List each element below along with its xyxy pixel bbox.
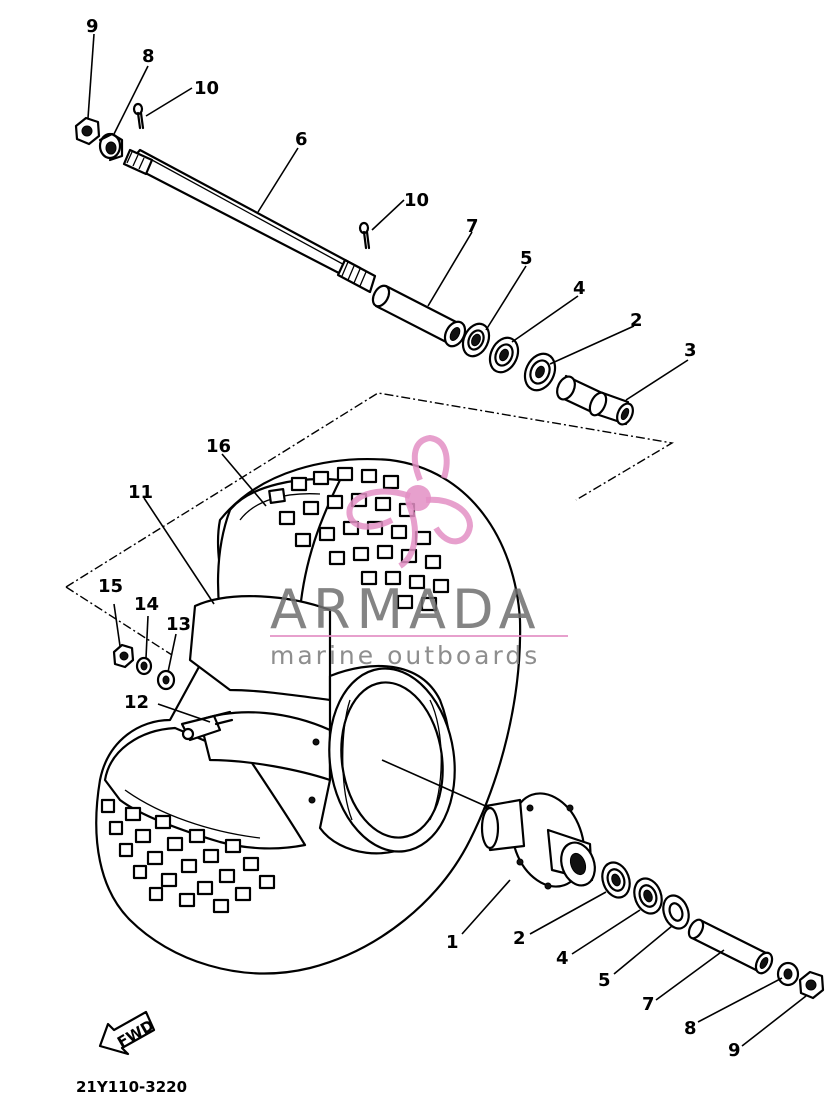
watermark-logo-icon (346, 434, 474, 569)
spacer-part-7-bottom (687, 918, 774, 975)
cotter-pin-part-10-top (132, 102, 145, 130)
rim-part-11 (188, 595, 456, 855)
callout-8-top: 8 (142, 46, 155, 67)
callout-10-top: 10 (194, 78, 219, 99)
callout-9-bottom: 9 (728, 1040, 741, 1061)
bearing-part-2-top (523, 352, 557, 392)
bearing-part-2-bottom (601, 861, 631, 899)
part-code: 21Y110-3220 (76, 1078, 187, 1096)
callout-4-top: 4 (573, 278, 586, 299)
fwd-arrow: FWD (98, 1010, 157, 1056)
nut-part-9-bottom (798, 970, 825, 1000)
callout-10-mid: 10 (404, 190, 429, 211)
callout-4-bottom: 4 (556, 948, 569, 969)
callout-9-top: 9 (86, 16, 99, 37)
washer-part-8-top (98, 132, 124, 162)
collar-part-3 (556, 374, 634, 426)
callout-5-bottom: 5 (598, 970, 611, 991)
watermark-tagline: marine outboards (270, 641, 540, 670)
bearing-part-4-top (488, 336, 520, 374)
callout-labels: 9 8 10 6 10 7 5 4 2 3 16 11 15 14 13 12 … (86, 16, 741, 1061)
callout-15: 15 (98, 576, 123, 597)
nut-part-15 (112, 643, 135, 669)
tread-pattern-upper (268, 466, 450, 612)
callout-6: 6 (295, 129, 308, 150)
callout-16: 16 (206, 436, 231, 457)
callout-7-top: 7 (466, 216, 479, 237)
assembly-frame (65, 392, 674, 588)
seal-part-5-bottom (662, 894, 690, 930)
valve-part-12 (180, 710, 234, 742)
callout-12: 12 (124, 692, 149, 713)
callout-5-top: 5 (520, 248, 533, 269)
nut-part-9-top (74, 116, 101, 146)
seal-part-5-top (461, 322, 491, 358)
callout-3: 3 (684, 340, 697, 361)
callout-7-bottom: 7 (642, 994, 655, 1015)
spacer-part-7-top (371, 284, 467, 348)
callout-14: 14 (134, 594, 159, 615)
callout-2-top: 2 (630, 310, 643, 331)
leader-lines (87, 33, 807, 1047)
callout-8-bottom: 8 (684, 1018, 697, 1039)
cotter-pin-part-10-mid (358, 221, 371, 250)
armada-watermark: ARMADA marine outboards (270, 434, 568, 670)
callout-2-bottom: 2 (513, 928, 526, 949)
washer-part-8-bottom (776, 961, 800, 987)
bearing-part-4-bottom (633, 877, 663, 915)
hub-part-1 (480, 792, 596, 890)
tread-pattern-lower (100, 798, 276, 914)
washer-part-14 (135, 656, 153, 676)
watermark-brand: ARMADA (270, 578, 542, 641)
callout-13: 13 (166, 614, 191, 635)
callout-1: 1 (446, 932, 459, 953)
washer-part-13 (156, 669, 176, 691)
axle-part-6 (122, 148, 377, 294)
callout-11: 11 (128, 482, 153, 503)
assembly-frame-lower (65, 586, 173, 656)
